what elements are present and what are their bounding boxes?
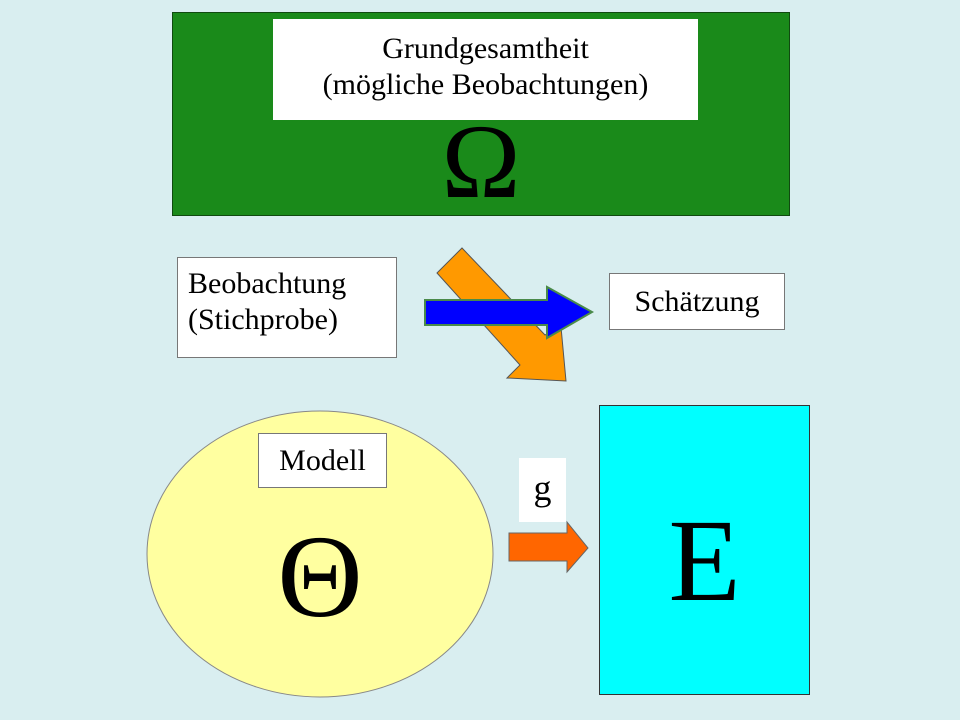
observation-label-line2: (Stichprobe): [188, 303, 338, 336]
observation-label-line1: Beobachtung: [188, 267, 347, 300]
omega-symbol: Ω: [441, 103, 521, 220]
population-label: Grundgesamtheit (mögliche Beobachtungen): [273, 19, 698, 120]
mapping-label: g: [519, 458, 566, 522]
g-arrow: [508, 520, 589, 574]
target-box: E: [599, 405, 810, 695]
observation-label: Beobachtung (Stichprobe): [177, 257, 397, 358]
population-label-line2: (mögliche Beobachtungen): [322, 68, 649, 101]
estimate-label: Schätzung: [609, 273, 785, 330]
model-label: Modell: [258, 433, 387, 488]
e-symbol: E: [668, 495, 741, 626]
blue-arrow: [424, 285, 595, 340]
population-label-line1: Grundgesamtheit: [382, 32, 589, 65]
theta-symbol: Θ: [277, 511, 363, 642]
model-ellipse: [146, 410, 494, 698]
